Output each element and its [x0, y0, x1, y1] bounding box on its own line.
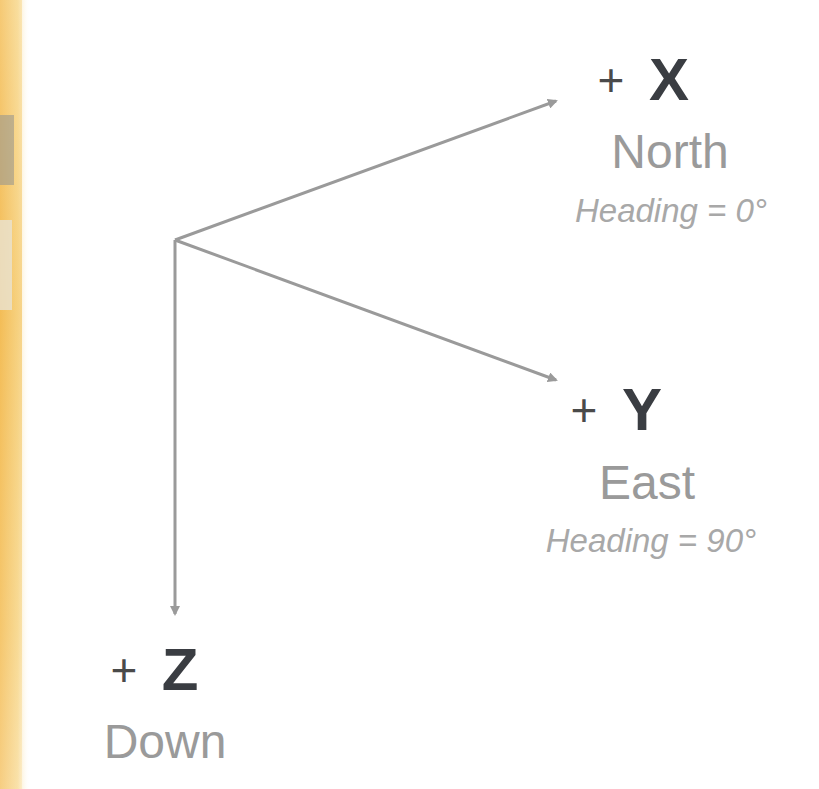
heading-note: Heading = 90° [546, 524, 756, 557]
axis-letter: X [649, 50, 689, 110]
direction-label: Down [104, 718, 227, 766]
x-axis-arrow [175, 101, 556, 240]
heading-note: Heading = 0° [575, 194, 767, 227]
axis-sign: + [598, 57, 625, 103]
axis-letter: Y [622, 380, 662, 440]
background-photo-detail [0, 115, 14, 185]
background-photo-detail [0, 220, 12, 310]
direction-label: East [599, 459, 695, 507]
direction-label: North [611, 128, 728, 176]
background-photo-glow [0, 0, 30, 789]
axis-sign: + [111, 647, 138, 693]
axis-sign: + [571, 387, 598, 433]
z-axis-arrow [174, 240, 177, 614]
y-axis-arrow [175, 240, 556, 380]
axis-letter: Z [162, 640, 199, 700]
